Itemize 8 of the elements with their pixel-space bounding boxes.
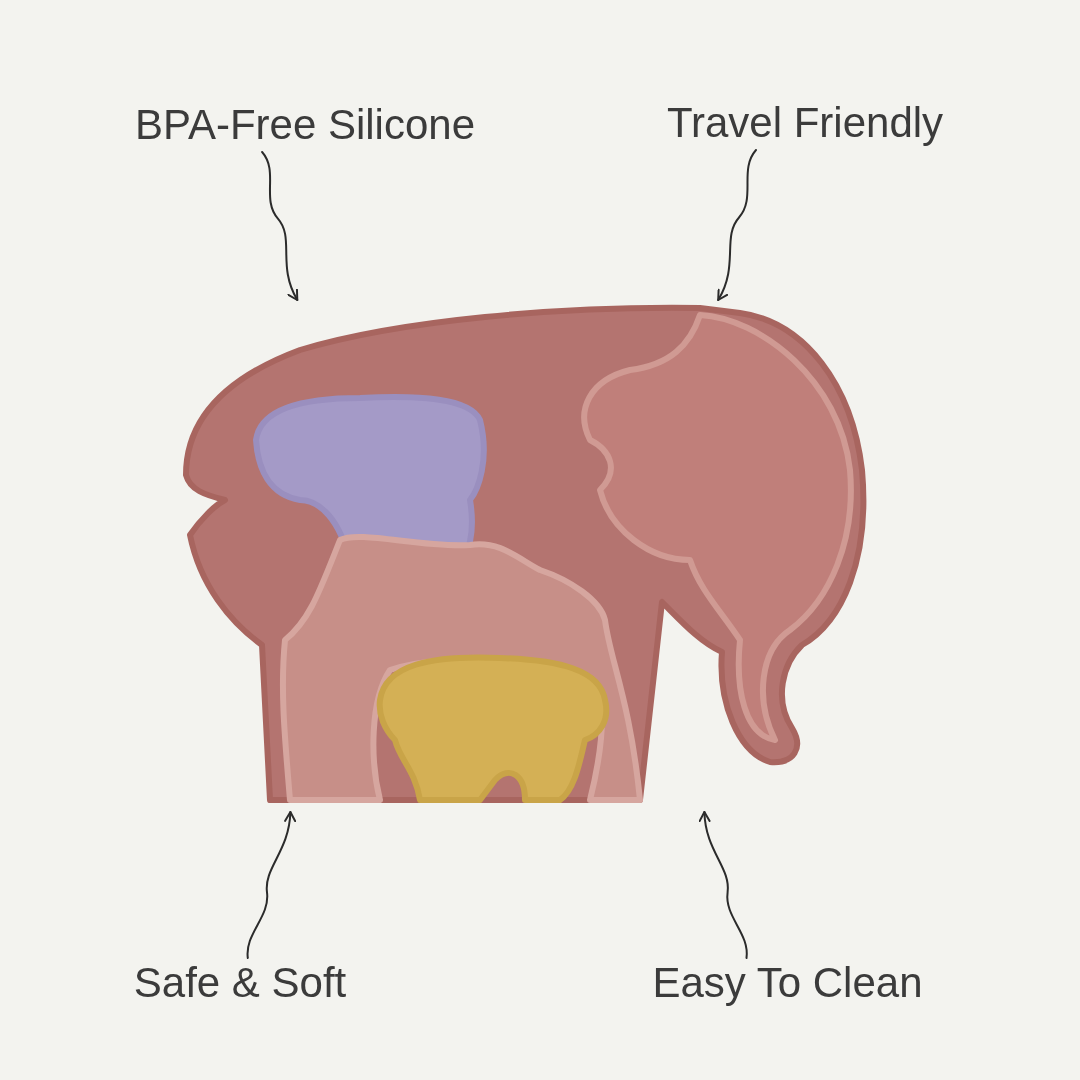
feature-callout-text: BPA-Free Silicone: [110, 100, 500, 152]
curvy-arrow: [261, 151, 299, 301]
feature-callout-text: Travel Friendly: [630, 98, 980, 150]
curvy-arrow: [246, 811, 296, 959]
curvy-arrow: [699, 811, 748, 959]
feature-callout-text: Easy To Clean: [630, 958, 945, 1010]
curvy-arrow: [717, 149, 757, 301]
feature-callout-text: Safe & Soft: [110, 958, 370, 1010]
